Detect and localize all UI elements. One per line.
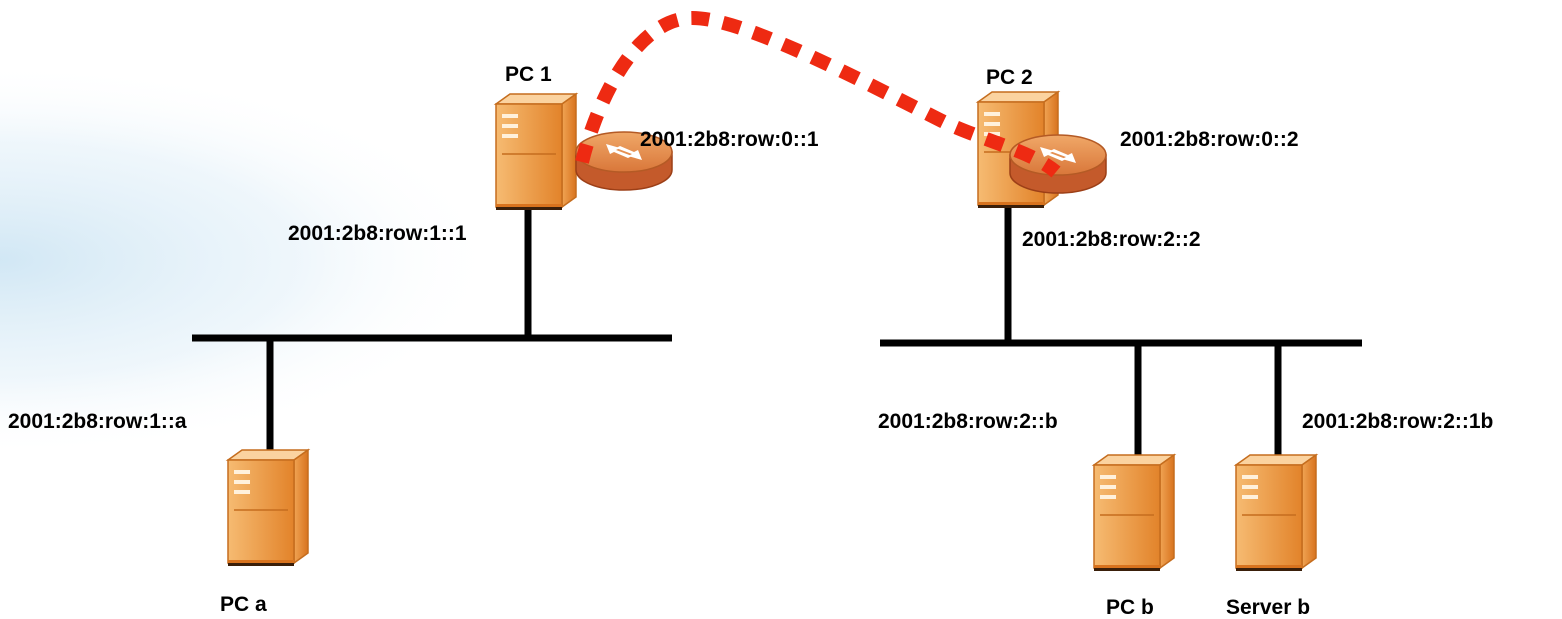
pca-name-label: PC a [220, 593, 267, 616]
pc2-name-label: PC 2 [986, 66, 1033, 89]
pc1-tunnel-address-label: 2001:2b8:row:0::1 [640, 128, 819, 151]
pc1-server-icon [495, 93, 577, 211]
pcb-server-icon [1093, 454, 1175, 572]
pc2-lan-address-label: 2001:2b8:row:2::2 [1022, 228, 1201, 251]
pc1-name-label: PC 1 [505, 63, 552, 86]
serverb-name-label: Server b [1226, 596, 1311, 619]
pc2-router-icon [1009, 134, 1107, 194]
ipv6-tunnel-link [575, 10, 1061, 178]
pcb-name-label: PC b [1106, 596, 1154, 619]
pca-server-icon [227, 449, 309, 567]
serverb-address-label: 2001:2b8:row:2::1b [1302, 410, 1494, 433]
serverb-server-icon [1235, 454, 1317, 572]
pc1-lan-address-label: 2001:2b8:row:1::1 [288, 222, 467, 245]
pca-address-label: 2001:2b8:row:1::a [8, 410, 187, 433]
pc2-tunnel-address-label: 2001:2b8:row:0::2 [1120, 128, 1299, 151]
pcb-address-label: 2001:2b8:row:2::b [878, 410, 1058, 433]
